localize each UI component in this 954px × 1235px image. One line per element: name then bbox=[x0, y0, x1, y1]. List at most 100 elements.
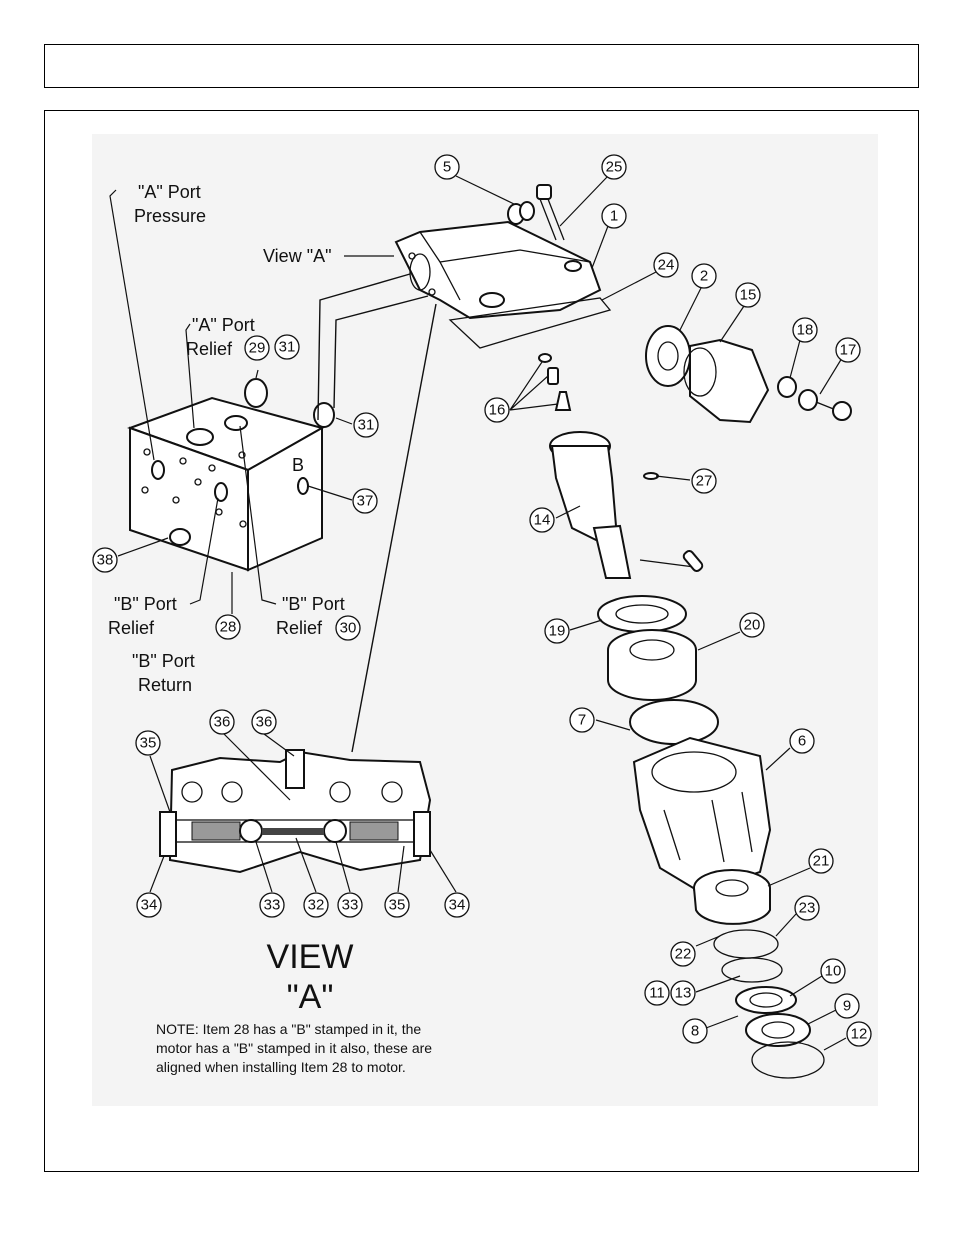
label-b-letter: B bbox=[292, 455, 304, 475]
callout-33b: 33 bbox=[337, 892, 363, 918]
seal-18 bbox=[777, 376, 797, 398]
seal-9 bbox=[745, 1013, 811, 1047]
svg-text:31: 31 bbox=[279, 339, 296, 356]
callout-15: 15 bbox=[735, 282, 761, 308]
callout-9: 9 bbox=[834, 993, 860, 1019]
callout-34b: 34 bbox=[444, 892, 470, 918]
svg-text:34: 34 bbox=[141, 897, 158, 914]
label-a-port-pressure-1: "A" Port bbox=[138, 182, 201, 202]
diagram-frame bbox=[44, 110, 919, 1172]
callout-36a: 36 bbox=[209, 709, 235, 735]
ball-33-left bbox=[239, 819, 263, 843]
check-valve-16a bbox=[538, 353, 552, 363]
svg-text:34: 34 bbox=[449, 897, 466, 914]
callout-8: 8 bbox=[682, 1018, 708, 1044]
svg-text:6: 6 bbox=[798, 733, 806, 750]
plate-2 bbox=[645, 325, 691, 387]
key bbox=[682, 549, 704, 573]
svg-text:29: 29 bbox=[249, 340, 266, 357]
callout-36b: 36 bbox=[251, 709, 277, 735]
svg-text:19: 19 bbox=[549, 623, 566, 640]
svg-text:37: 37 bbox=[357, 493, 374, 510]
svg-text:22: 22 bbox=[675, 946, 692, 963]
svg-text:28: 28 bbox=[220, 619, 237, 636]
svg-text:8: 8 bbox=[691, 1023, 699, 1040]
svg-text:35: 35 bbox=[389, 897, 406, 914]
label-view-a-callout: View "A" bbox=[263, 246, 331, 266]
label-b-port-relief-right-2: Relief bbox=[276, 618, 323, 638]
callout-38: 38 bbox=[92, 547, 118, 573]
callout-34a: 34 bbox=[136, 892, 162, 918]
callout-28: 28 bbox=[215, 614, 241, 640]
svg-text:16: 16 bbox=[489, 402, 506, 419]
svg-text:24: 24 bbox=[658, 257, 675, 274]
callout-24: 24 bbox=[653, 252, 679, 278]
callout-31b: 31 bbox=[353, 412, 379, 438]
svg-text:10: 10 bbox=[825, 963, 842, 980]
svg-text:38: 38 bbox=[97, 552, 114, 569]
label-a-port-relief-2: Relief bbox=[186, 339, 233, 359]
bolt-25-head bbox=[536, 184, 552, 200]
svg-text:35: 35 bbox=[140, 735, 157, 752]
label-b-port-relief-right-1: "B" Port bbox=[282, 594, 345, 614]
callout-12: 12 bbox=[846, 1021, 872, 1047]
thrust-washer-19 bbox=[597, 595, 687, 633]
callout-20: 20 bbox=[739, 612, 765, 638]
callout-21: 21 bbox=[808, 848, 834, 874]
ring-11 bbox=[721, 957, 783, 983]
view-title-line-2: "A" bbox=[287, 978, 334, 1016]
callout-18: 18 bbox=[792, 317, 818, 343]
label-b-port-return-2: Return bbox=[138, 675, 192, 695]
svg-text:15: 15 bbox=[740, 287, 757, 304]
o-ring-31a bbox=[244, 378, 268, 408]
washer-10 bbox=[735, 986, 797, 1014]
plug-34-right bbox=[413, 811, 431, 857]
o-ring-7 bbox=[629, 699, 719, 745]
check-valve-16c bbox=[554, 391, 572, 411]
callout-17: 17 bbox=[835, 337, 861, 363]
callout-13: 13 bbox=[670, 980, 696, 1006]
callout-35a: 35 bbox=[135, 730, 161, 756]
callout-6: 6 bbox=[789, 728, 815, 754]
ball-33-right bbox=[323, 819, 347, 843]
svg-text:12: 12 bbox=[851, 1026, 868, 1043]
svg-text:30: 30 bbox=[340, 620, 357, 637]
callout-31a: 31 bbox=[274, 334, 300, 360]
svg-text:33: 33 bbox=[264, 897, 281, 914]
label-b-port-relief-left-1: "B" Port bbox=[114, 594, 177, 614]
label-b-port-relief-left-2: Relief bbox=[108, 618, 155, 638]
svg-text:1: 1 bbox=[610, 208, 618, 225]
svg-text:9: 9 bbox=[843, 998, 851, 1015]
manifold-block bbox=[127, 396, 325, 572]
svg-text:14: 14 bbox=[534, 512, 551, 529]
label-a-port-pressure-2: Pressure bbox=[134, 206, 206, 226]
svg-text:21: 21 bbox=[813, 853, 830, 870]
svg-text:5: 5 bbox=[443, 159, 451, 176]
callout-14: 14 bbox=[529, 507, 555, 533]
check-valve-16b bbox=[547, 367, 559, 385]
svg-text:7: 7 bbox=[578, 712, 586, 729]
ring-23 bbox=[713, 929, 779, 959]
svg-text:33: 33 bbox=[342, 897, 359, 914]
svg-text:27: 27 bbox=[696, 473, 713, 490]
pin-17-head bbox=[798, 389, 818, 411]
callout-1: 1 bbox=[601, 203, 627, 229]
svg-text:2: 2 bbox=[700, 268, 708, 285]
callout-11: 11 bbox=[644, 980, 670, 1006]
callout-25: 25 bbox=[601, 154, 627, 180]
view-a-section bbox=[159, 749, 432, 874]
note-line-1: NOTE: Item 28 has a "B" stamped in it, t… bbox=[156, 1021, 421, 1037]
gasket-24 bbox=[448, 297, 612, 349]
callout-35b: 35 bbox=[384, 892, 410, 918]
svg-text:20: 20 bbox=[744, 617, 761, 634]
pin-17-ball bbox=[832, 401, 852, 421]
note-line-3: aligned when installing Item 28 to motor… bbox=[156, 1059, 406, 1075]
svg-text:31: 31 bbox=[358, 417, 375, 434]
callout-5: 5 bbox=[434, 154, 460, 180]
svg-text:13: 13 bbox=[675, 985, 692, 1002]
bolt-25-shank bbox=[539, 198, 565, 241]
callout-37: 37 bbox=[352, 488, 378, 514]
callout-19: 19 bbox=[544, 618, 570, 644]
pin-27 bbox=[643, 472, 659, 480]
